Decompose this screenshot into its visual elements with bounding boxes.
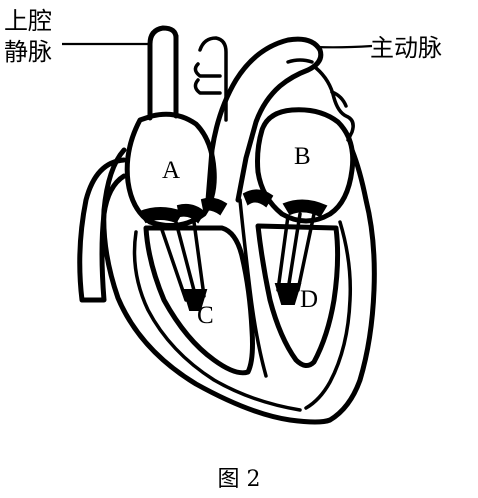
- aortic-valve-cusp: [200, 197, 228, 216]
- superior-vena-cava-walls: [147, 33, 179, 121]
- chamber-label-d: D: [300, 286, 318, 313]
- aorta-label: 主动脉: [370, 34, 442, 62]
- septum: [238, 198, 268, 378]
- pulmonary-valve-cusp: [242, 189, 274, 208]
- chamber-label-c: C: [197, 302, 214, 329]
- chamber-c-outline: [143, 225, 255, 376]
- heart-outer-wall: [101, 147, 377, 425]
- inferior-vena-cava: [77, 157, 127, 303]
- chordae-right-ventricle: [158, 220, 206, 302]
- chamber-d-outline: [255, 223, 341, 368]
- superior-vena-cava-top: [147, 25, 179, 47]
- branch-vessel-loop-2: [193, 78, 222, 95]
- tricuspid-valve-left-cusp: [138, 207, 184, 224]
- papillary-muscle-left: [274, 283, 302, 305]
- aorta-outline: [205, 36, 324, 203]
- chamber-label-a: A: [162, 157, 180, 184]
- superior-vena-cava-label: 上腔静脉: [4, 7, 52, 66]
- chordae-left-ventricle: [276, 212, 316, 292]
- papillary-muscle-right: [182, 289, 208, 311]
- branch-vessel-top-left: [198, 36, 228, 122]
- chamber-b-outline: [255, 107, 356, 224]
- aorta-leader-line: [315, 44, 373, 49]
- pulmonary-branch-right: [330, 90, 348, 108]
- tricuspid-valve-right-cusp: [176, 203, 206, 224]
- chamber-a-outline: [124, 111, 217, 229]
- aorta-arch-detail: [286, 58, 314, 64]
- figure-caption: 图 2: [217, 467, 261, 492]
- heart-inner-wall-right: [304, 220, 353, 410]
- mitral-valve-cusp: [282, 199, 328, 218]
- branch-vessel-loop-1: [193, 62, 222, 78]
- heart-inner-wall-left: [132, 230, 302, 412]
- pulmonary-artery-right: [314, 66, 355, 142]
- chamber-label-b: B: [294, 143, 311, 170]
